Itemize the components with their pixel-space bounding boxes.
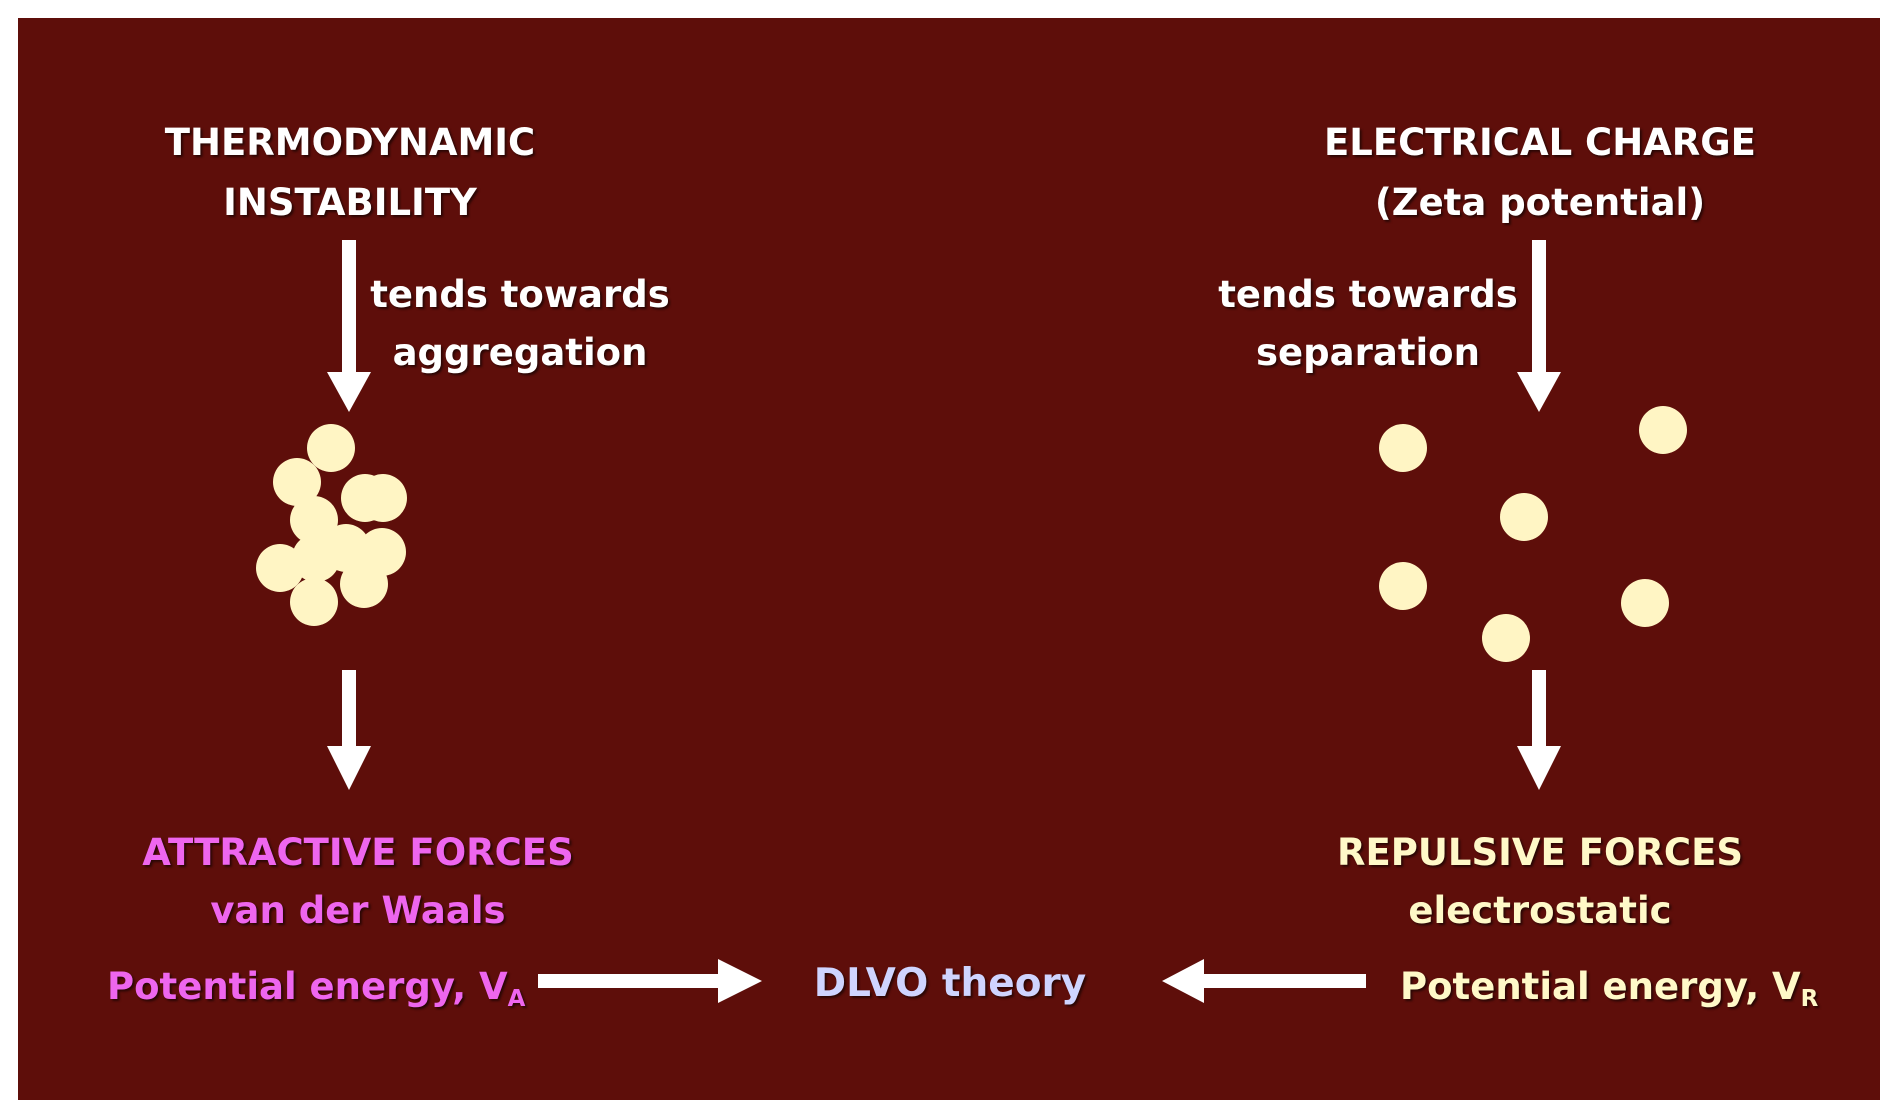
repulsive-forces-title: REPULSIVE FORCES bbox=[1336, 831, 1743, 874]
repulsive-forces-subtitle: electrostatic bbox=[1408, 889, 1672, 932]
energy-subscript: A bbox=[507, 985, 526, 1012]
left-title-line2: INSTABILITY bbox=[223, 181, 477, 224]
attractive-potential-energy: Potential energy, VA bbox=[107, 965, 525, 1010]
left-down-arrow-bottom bbox=[327, 670, 371, 790]
particle bbox=[1639, 406, 1687, 454]
separated-particles bbox=[1379, 406, 1687, 662]
left-down-arrow-top bbox=[327, 240, 371, 412]
particle bbox=[292, 534, 340, 582]
particle bbox=[290, 578, 338, 626]
particle bbox=[256, 544, 304, 592]
particle bbox=[340, 560, 388, 608]
aggregated-particles bbox=[256, 424, 407, 626]
right-down-arrow-bottom bbox=[1517, 670, 1561, 790]
particle bbox=[1482, 614, 1530, 662]
right-tendency-line1: tends towards bbox=[1218, 273, 1518, 316]
energy-label: Potential energy, V bbox=[1400, 965, 1801, 1008]
particle bbox=[273, 458, 321, 506]
energy-subscript: R bbox=[1800, 985, 1819, 1012]
right-tendency-line2: separation bbox=[1256, 331, 1480, 374]
attractive-forces-subtitle: van der Waals bbox=[210, 889, 506, 932]
left-tendency-line1: tends towards bbox=[370, 273, 670, 316]
right-title-line2: (Zeta potential) bbox=[1374, 181, 1706, 224]
repulsive-potential-energy: Potential energy, VR bbox=[1400, 965, 1818, 1010]
particle bbox=[1379, 424, 1427, 472]
particle bbox=[1621, 579, 1669, 627]
particle bbox=[290, 496, 338, 544]
left-to-center-arrow bbox=[538, 959, 762, 1003]
energy-label: Potential energy, V bbox=[107, 965, 508, 1008]
left-title-line1: THERMODYNAMIC bbox=[164, 121, 536, 164]
right-title-line1: ELECTRICAL CHARGE bbox=[1324, 121, 1756, 164]
particle bbox=[307, 424, 355, 472]
particle bbox=[359, 474, 407, 522]
dlvo-theory-label: DLVO theory bbox=[813, 961, 1087, 1006]
left-tendency-line2: aggregation bbox=[392, 331, 648, 374]
right-down-arrow-top bbox=[1517, 240, 1561, 412]
particle bbox=[1500, 493, 1548, 541]
attractive-forces-title: ATTRACTIVE FORCES bbox=[142, 831, 574, 874]
particle bbox=[1379, 562, 1427, 610]
right-to-center-arrow bbox=[1162, 959, 1366, 1003]
